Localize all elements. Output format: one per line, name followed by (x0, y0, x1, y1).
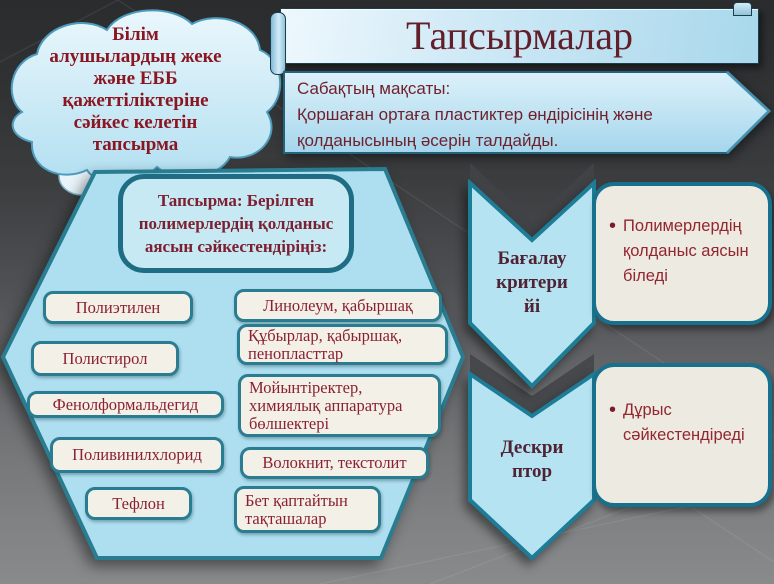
title-banner: Тапсырмалар (270, 2, 759, 75)
chevron-shapes (468, 163, 596, 561)
descriptor-point-card: • Дұрыс сәйкестендіреді (592, 363, 772, 507)
goal-body: Қоршаған ортаға пластиктер өндірісінің ж… (297, 105, 653, 150)
bullet-icon: • (609, 215, 617, 237)
cloud-body (10, 9, 282, 184)
application-item: Линолеум, қабыршақ (234, 289, 442, 322)
criteria-point-text: Полимерлердің қолданыс аясын біледі (623, 217, 749, 285)
cloud-note: Білім алушылардың жеке және ЕББ қажеттіл… (49, 24, 222, 155)
bullet-icon: • (609, 399, 617, 421)
task-prompt-box: Тапсырма: Берілген полимерлердің қолданы… (118, 174, 354, 273)
task-prompt-text: Тапсырма: Берілген полимерлердің қолданы… (138, 191, 334, 256)
application-item: Құбырлар, қабыршақ, пенопласттар (237, 324, 448, 365)
scroll-curl-left-icon (270, 12, 286, 75)
goal-banner: Сабақтың мақсаты: Қоршаған ортаға пласти… (297, 76, 717, 154)
descriptor-chevron-label: Дескри птор (500, 437, 564, 482)
criteria-chevron-label: Бағалау критери йі (496, 248, 568, 317)
polymer-item: Полистирол (31, 341, 179, 376)
descriptor-point-text: Дұрыс сәйкестендіреді (623, 401, 745, 444)
scroll-curl-right-icon (733, 2, 752, 16)
goal-heading: Сабақтың мақсаты: (297, 79, 451, 98)
criteria-point-card: • Полимерлердің қолданыс аясын біледі (592, 182, 772, 325)
polymer-item: Полиэтилен (43, 291, 193, 324)
polymer-item: Поливинилхлорид (50, 437, 224, 473)
polymer-item: Тефлон (85, 487, 192, 520)
application-item: Мойынтіректер, химиялық аппаратура бөлше… (238, 374, 441, 437)
slide-title: Тапсырмалар (406, 13, 633, 58)
application-item: Волокнит, текстолит (240, 447, 429, 479)
criteria-chevron (468, 178, 596, 389)
descriptor-chevron (468, 370, 596, 561)
application-item: Бет қаптайтын тақташалар (234, 486, 381, 533)
goal-arrow-shape (283, 70, 772, 155)
polymer-item: Фенолформальдегид (27, 391, 224, 418)
